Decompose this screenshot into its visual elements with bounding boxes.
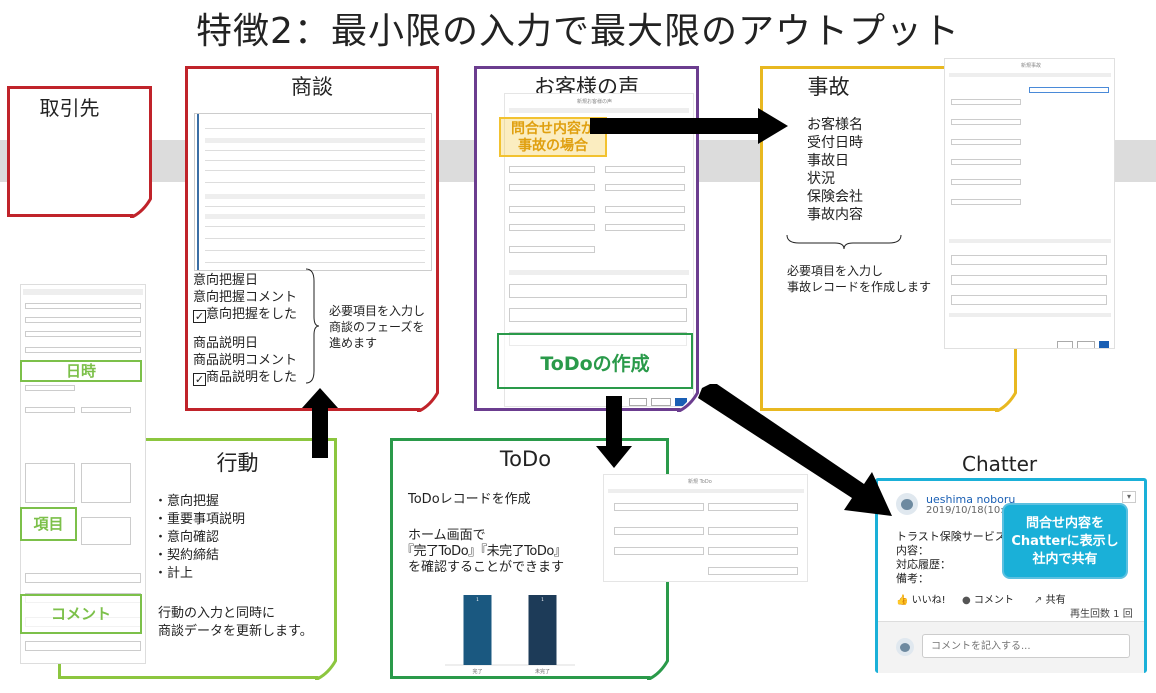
shodan-checkbox-row: ✓商品説明をした [193,370,298,386]
jiko-form-title: 新規事故 [1021,63,1042,69]
todo-form-screenshot: 新規 ToDo [603,474,808,582]
shodan-field: 商品説明コメント [193,353,298,368]
kodo-bullet: ・意向把握 [154,494,220,509]
shodan-form-screenshot [194,113,432,271]
kodo-bullet: ・計上 [154,566,194,581]
chatter-card: ueshima noboru 2019/10/18(10:40) ▾ トラスト保… [875,478,1147,673]
jiko-note: 事故レコードを作成します [787,280,932,294]
torihikisaki-card: 取引先 [7,86,152,217]
share-icon: ↗ [1034,595,1043,606]
todo-line: ホーム画面で [408,528,486,543]
kodo-tag-items: 項目 [20,507,77,541]
kodo-note: 行動の入力と同時に [158,606,276,621]
page-title: 特徴2：最小限の入力で最大限のアウトプット [196,11,960,52]
kodo-note: 商談データを更新します。 [158,624,313,639]
chatter-date: 2019/10/18(10:40) [926,505,1021,516]
todo-chart: 完了 1 未完了 1 [423,583,603,677]
todo-line: 『完了ToDo』『未完了ToDo』 [401,544,567,559]
view-count: 再生回数 1 回 [1070,609,1133,620]
share-button[interactable]: ↗ 共有 [1034,595,1066,606]
bar-value-label: 1 [476,597,479,602]
kodo-bullet: ・重要事項説明 [154,512,246,527]
chatter-label: Chatter [962,452,1038,476]
save-new-button[interactable] [1077,341,1095,348]
save-button[interactable] [1099,341,1109,348]
chatter-user[interactable]: ueshima noboru [926,493,1016,506]
shodan-field: 商品説明日 [193,336,259,351]
avatar [896,638,914,656]
like-button[interactable]: 👍 いいね! [896,595,946,606]
voice-callout: 問合せ内容が 事故の場合 [499,117,607,157]
shodan-note: 必要項目を入力し [329,304,426,318]
page-curl-icon [995,390,1017,412]
chatter-callout: 問合せ内容を Chatterに表示し 社内で共有 [1002,503,1128,579]
checkbox-checked-icon: ✓ [193,373,206,386]
kodo-tag-comment: コメント [20,594,142,634]
page-curl-icon [130,196,152,218]
chatter-line: 内容： [896,544,929,557]
page-curl-icon [677,390,699,412]
todo-section-tag: ToDoの作成 [497,333,693,389]
jiko-field: 事故内容 [807,207,863,223]
chatter-line: 対応履歴： [896,558,951,571]
arrow-up-icon [302,388,338,458]
brace-icon [786,234,902,250]
page-curl-icon [315,658,337,680]
arrow-down-icon [596,396,632,468]
cancel-button[interactable] [629,398,647,406]
torihikisaki-label: 取引先 [39,96,100,120]
kodo-bullet: ・契約締結 [154,548,220,563]
shodan-note: 商談のフェーズを [329,320,425,334]
shodan-field: 意向把握日 [193,273,259,288]
bar-value-label: 1 [541,597,544,602]
voice-form-title: 新規お客様の声 [577,99,613,105]
x-tick-label: 未完了 [535,668,550,675]
speech-bubble-icon: ● [962,595,971,606]
arrow-right-icon [590,108,788,144]
chart-bar [528,595,557,665]
todo-line: ToDoレコードを作成 [408,492,531,507]
thumbs-up-icon: 👍 [896,595,909,606]
page-curl-icon [647,658,669,680]
jiko-field: 事故日 [807,153,849,169]
shodan-field: 意向把握コメント [193,290,298,305]
jiko-field: 状況 [807,171,835,187]
todo-label: ToDo [499,447,552,471]
brace-icon [305,268,320,384]
shodan-label: 商談 [291,75,333,99]
save-button[interactable] [675,398,687,406]
shodan-card: 商談 意向把握日 意向把握コメント ✓意向把握をした 商品説明日 商品説明コメン… [185,66,439,411]
jiko-field: 保険会社 [807,189,863,205]
todo-bar-chart: 完了 1 未完了 1 [445,595,575,675]
jiko-field: お客様名 [807,117,863,133]
todo-line: を確認することができます [408,560,565,575]
todo-form-title: 新規 ToDo [688,479,712,485]
chatter-line: 備考： [896,572,929,585]
kodo-label: 行動 [216,451,259,475]
kodo-bullet: ・意向確認 [154,530,220,545]
jiko-field: 受付日時 [807,135,863,151]
jiko-label: 事故 [807,75,850,99]
avatar [896,493,918,515]
chart-bar [463,595,492,665]
shodan-checkbox-row: ✓意向把握をした [193,307,298,323]
chatter-company: トラスト保険サービス [896,530,1006,543]
save-new-button[interactable] [651,398,671,406]
comment-input[interactable] [922,634,1130,658]
jiko-note: 必要項目を入力し [787,264,884,278]
chevron-down-icon[interactable]: ▾ [1122,491,1136,503]
jiko-form-screenshot: 新規事故 [944,58,1115,349]
x-tick-label: 完了 [472,668,482,675]
arrow-diagonal-icon [698,384,892,516]
chatter-comment-area [878,621,1144,673]
jiko-card: 事故 お客様名 受付日時 事故日 状況 保険会社 事故内容 必要項目を入力し 事… [760,66,1017,411]
kodo-tag-datetime: 日時 [20,360,142,382]
page-curl-icon [417,390,439,412]
shodan-note: 進めます [329,336,378,350]
comment-button[interactable]: ● コメント [962,595,1014,606]
cancel-button[interactable] [1057,341,1073,348]
checkbox-checked-icon: ✓ [193,310,206,323]
